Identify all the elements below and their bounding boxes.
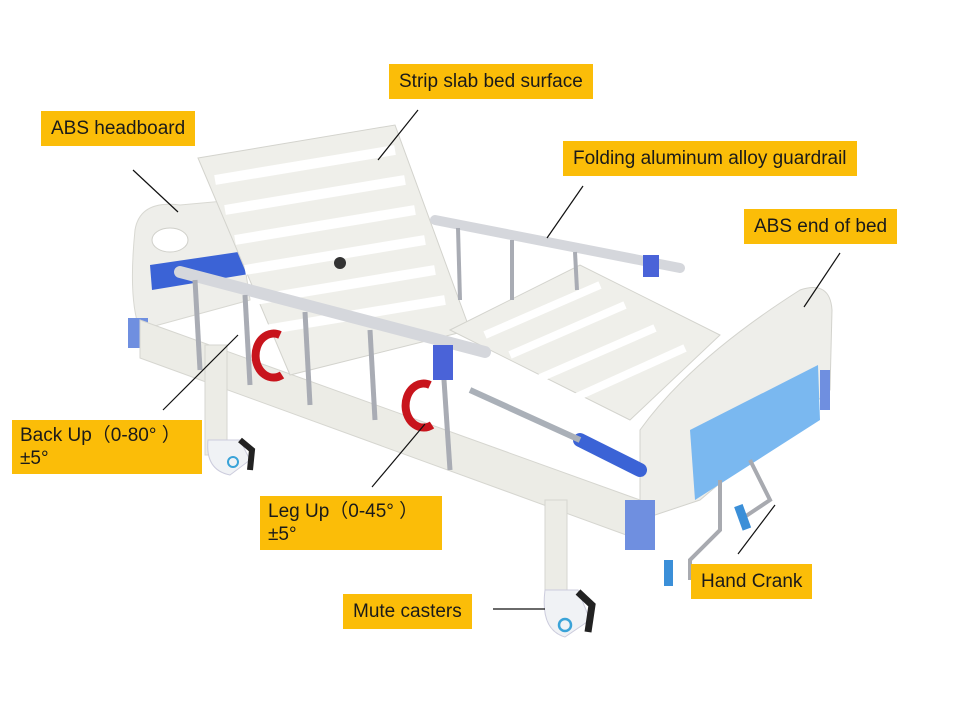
end-of-bed-shape bbox=[625, 287, 833, 550]
back-section bbox=[197, 124, 471, 376]
label-back-up: Back Up（0-80° ） ±5° bbox=[12, 420, 202, 474]
back-up-arrow-icon bbox=[251, 329, 285, 382]
label-hand-crank: Hand Crank bbox=[691, 564, 813, 599]
leg-section bbox=[448, 264, 721, 421]
label-abs-headboard: ABS headboard bbox=[41, 111, 196, 146]
leg-up-range: Leg Up（0-45° ） bbox=[268, 501, 419, 522]
hand-crank-icon bbox=[688, 459, 773, 580]
guardrail-near bbox=[174, 266, 491, 471]
back-up-range: Back Up（0-80° ） bbox=[20, 425, 181, 446]
label-leg-up: Leg Up（0-45° ） ±5° bbox=[260, 496, 442, 550]
caster-left-icon bbox=[207, 437, 256, 476]
pointer-lines bbox=[132, 109, 841, 610]
label-strip-slab-bed-surface: Strip slab bed surface bbox=[389, 64, 593, 99]
back-up-tolerance: ±5° bbox=[20, 448, 49, 469]
caster-right-icon bbox=[543, 589, 596, 638]
leg-up-tolerance: ±5° bbox=[268, 524, 297, 545]
label-folding-guardrail: Folding aluminum alloy guardrail bbox=[563, 141, 857, 176]
guardrail-far bbox=[430, 215, 685, 301]
label-abs-end-of-bed: ABS end of bed bbox=[744, 209, 898, 244]
label-mute-casters: Mute casters bbox=[343, 594, 472, 629]
